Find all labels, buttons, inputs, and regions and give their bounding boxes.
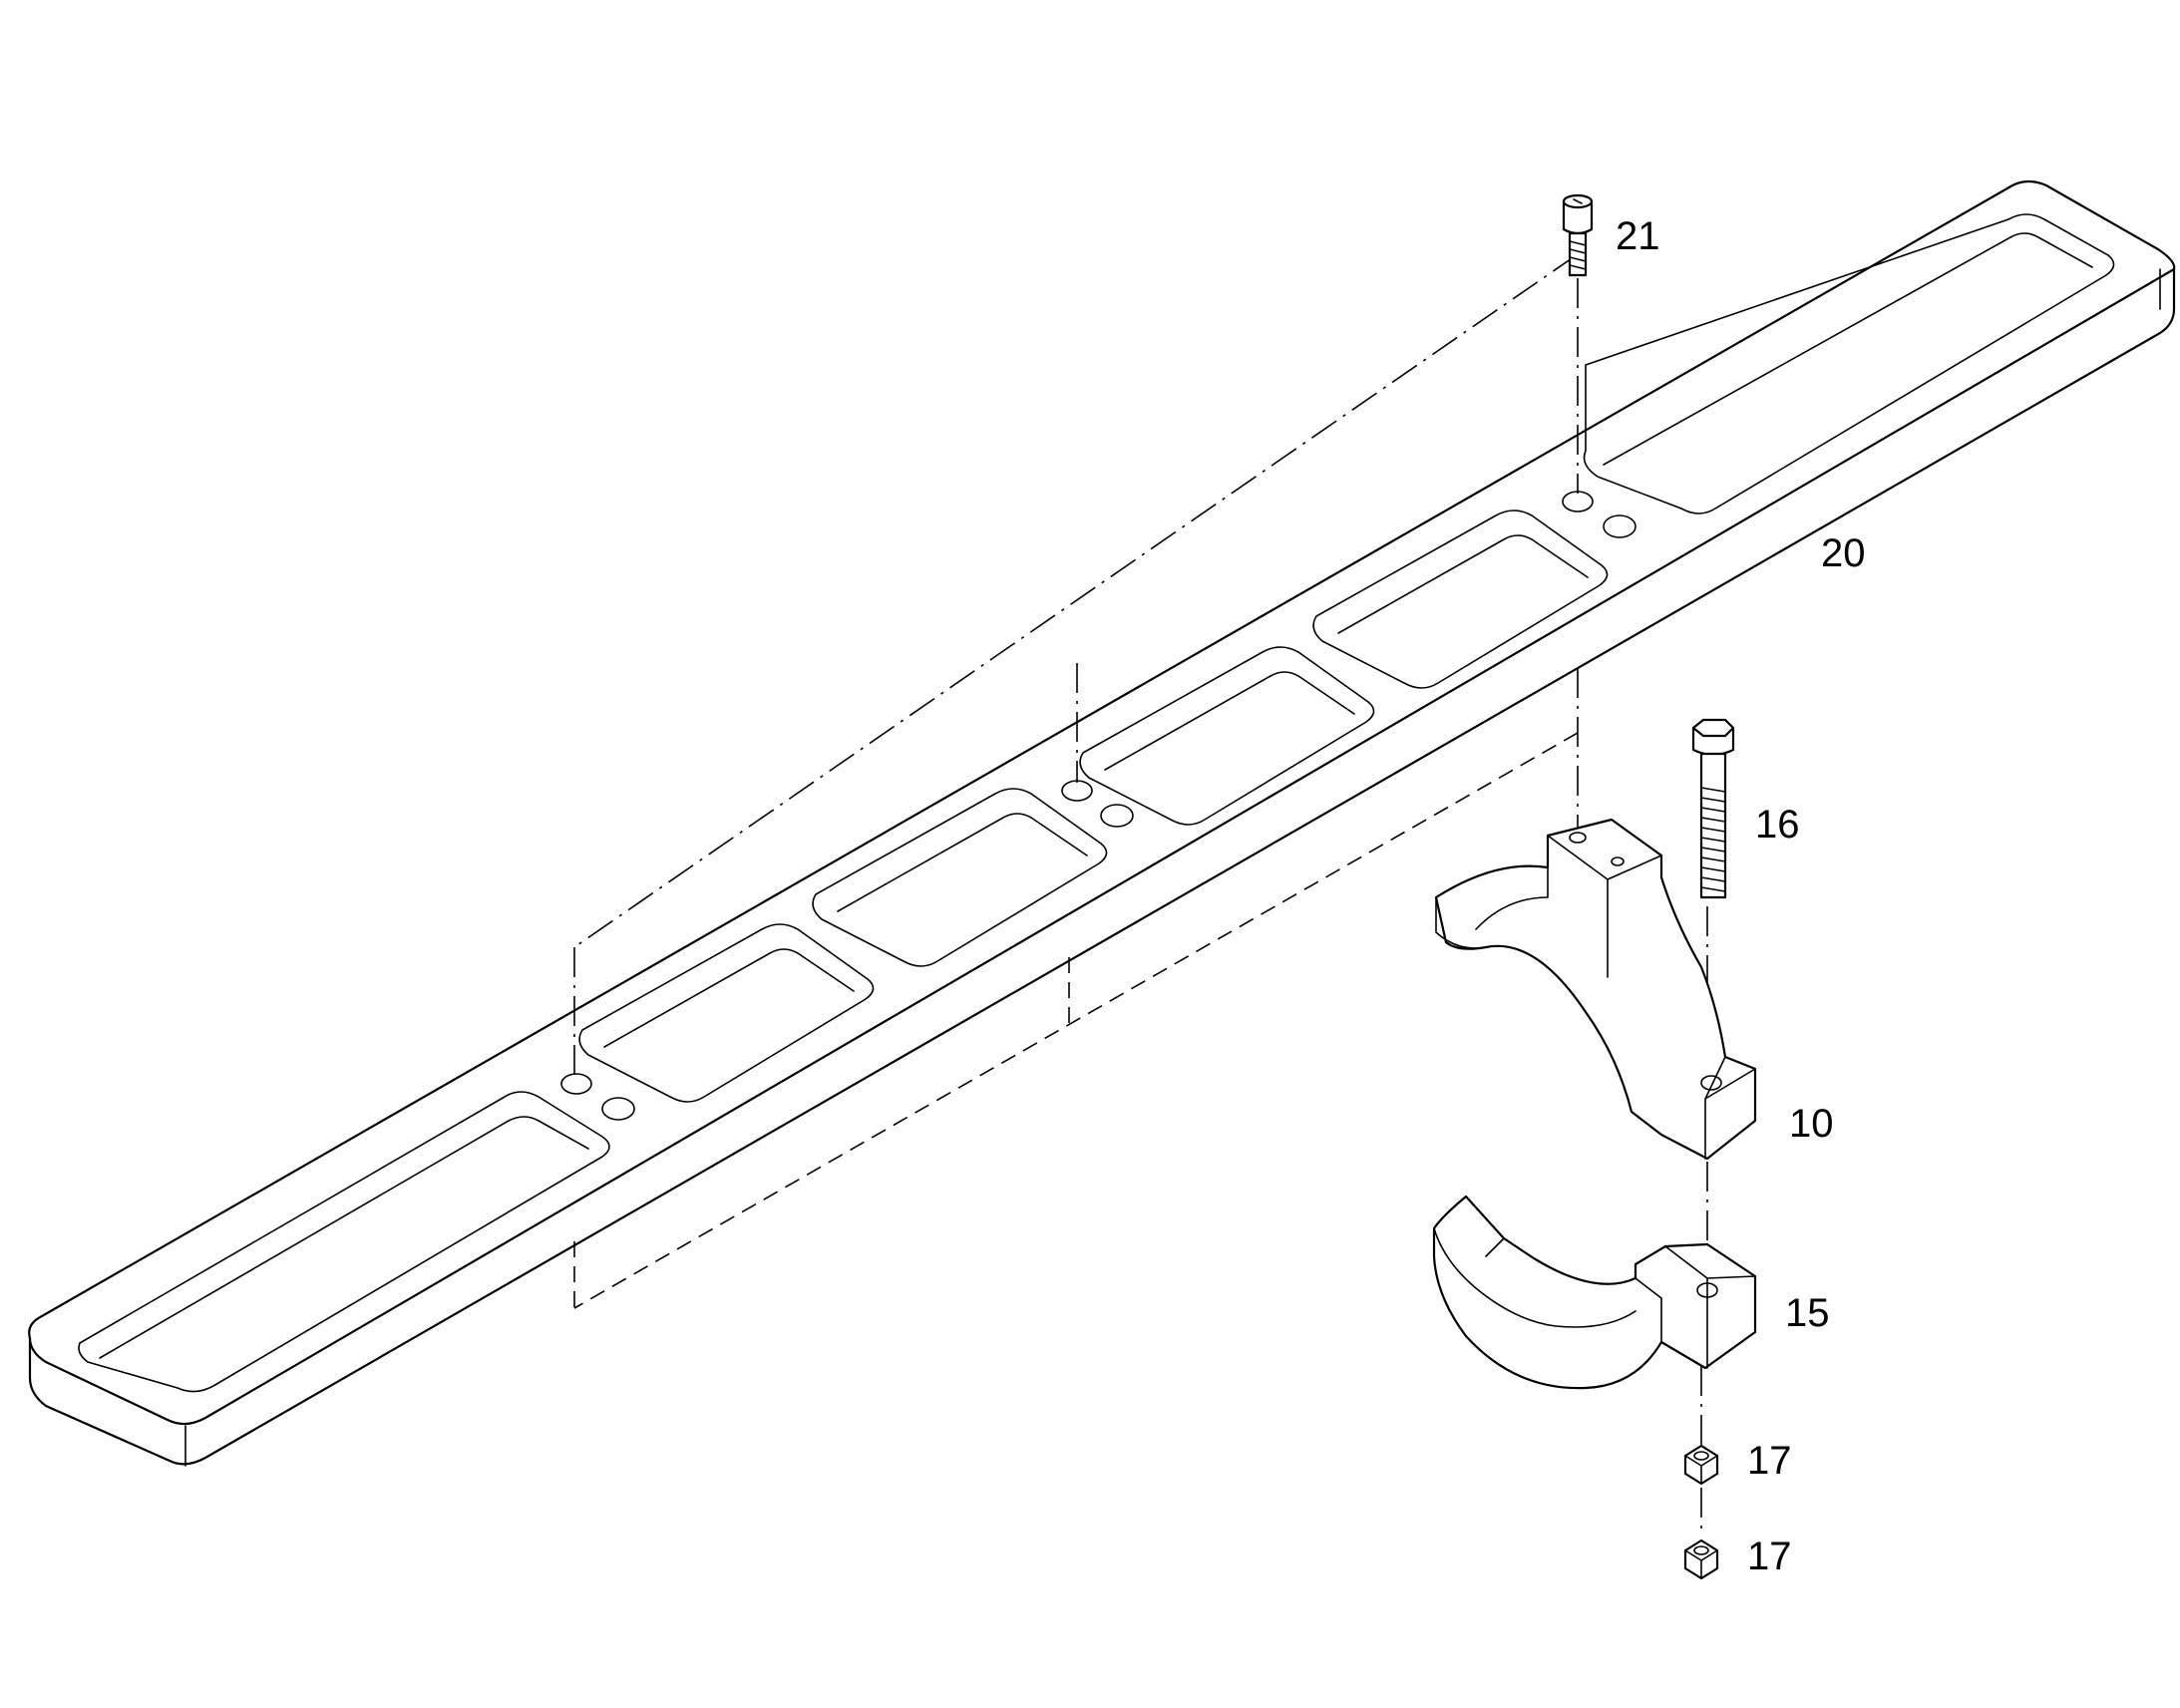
hex-nut-2	[1683, 1538, 1719, 1580]
frame-window-1	[78, 1091, 610, 1393]
hex-bolt	[1691, 718, 1735, 899]
assembly-lines	[573, 229, 1708, 1531]
callout-frame: 20	[1821, 531, 1866, 575]
callout-socket-screw: 21	[1616, 214, 1660, 258]
frame-window-6	[1583, 213, 2115, 514]
callout-lower-clamp: 15	[1785, 1291, 1830, 1335]
hex-nut-1	[1683, 1444, 1719, 1486]
frame-window-4	[1079, 646, 1375, 826]
lower-clamp-half	[1432, 1195, 1757, 1390]
frame-top-face	[28, 179, 2176, 1426]
upper-clamp-half	[1434, 818, 1757, 1161]
callout-nut-1: 17	[1747, 1439, 1792, 1483]
callout-upper-clamp: 10	[1789, 1102, 1834, 1146]
callout-nut-2: 17	[1747, 1535, 1792, 1578]
frame-holes	[560, 491, 1636, 1121]
frame-part	[28, 179, 2176, 1467]
socket-head-screw	[1562, 193, 1594, 277]
frame-window-5	[1312, 510, 1609, 689]
frame-window-2	[578, 923, 875, 1103]
frame-window-3	[812, 788, 1108, 967]
callout-hex-bolt: 16	[1755, 803, 1800, 847]
